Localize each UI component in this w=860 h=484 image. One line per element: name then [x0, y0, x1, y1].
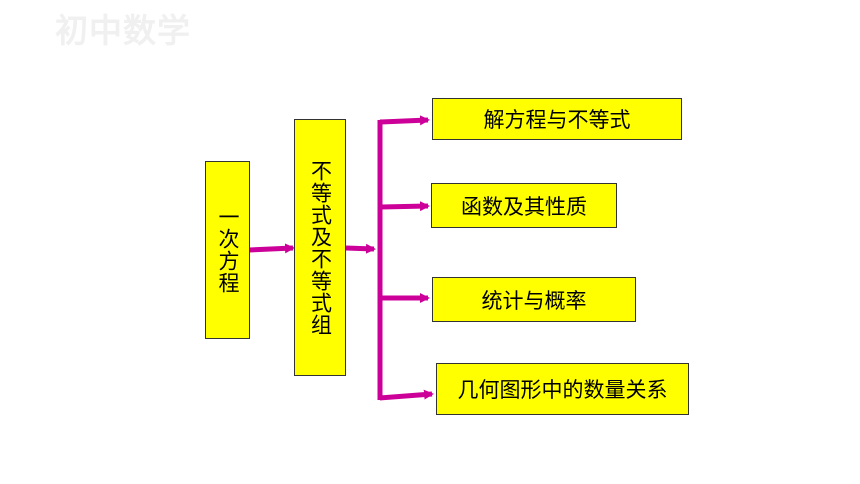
arrow-root-to-middle	[248, 243, 295, 254]
node-branch-4: 几何图形中的数量关系	[436, 363, 689, 415]
node-branch-1: 解方程与不等式	[432, 98, 682, 140]
node-root: 一次方程	[205, 161, 250, 339]
node-branch-3: 统计与概率	[432, 277, 636, 322]
node-root-label: 一次方程	[216, 206, 240, 294]
node-branch-1-label: 解方程与不等式	[483, 108, 631, 132]
arrow-branch-2	[379, 201, 430, 212]
node-branch-3-label: 统计与概率	[481, 288, 587, 313]
node-branch-2-label: 函数及其性质	[461, 194, 587, 219]
node-middle-label: 不等式及不等式组	[308, 159, 333, 336]
node-branch-4-label: 几何图形中的数量关系	[457, 378, 668, 402]
arrow-middle-to-bracket	[345, 243, 376, 254]
watermark-text: 初中数学	[55, 11, 191, 50]
arrow-branch-4	[379, 389, 434, 401]
node-branch-2: 函数及其性质	[431, 183, 617, 228]
node-middle: 不等式及不等式组	[294, 119, 346, 376]
arrow-branch-1	[379, 115, 430, 126]
